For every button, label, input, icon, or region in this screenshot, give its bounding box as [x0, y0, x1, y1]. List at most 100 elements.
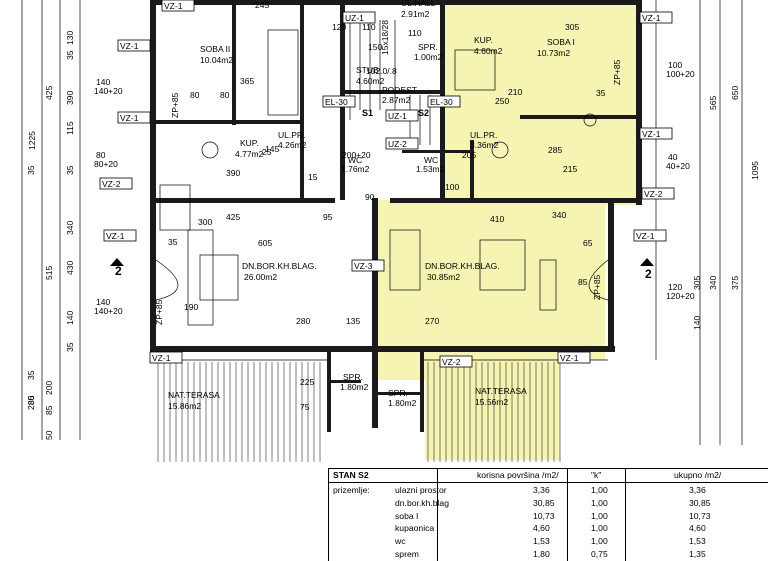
- tag-box: [342, 11, 376, 24]
- dimension-label: 110: [408, 28, 422, 38]
- room-soba-i-area: 10.73m2: [537, 48, 570, 58]
- room-terasa-left-area: 15.86m2: [168, 401, 201, 411]
- tag-box: [427, 95, 461, 108]
- section-arrow-left-icon: [110, 258, 124, 266]
- dimension-label: 425: [44, 86, 54, 100]
- tag-box: [633, 229, 667, 242]
- room-spr-right: SPR.: [388, 388, 408, 398]
- tag-el: EL-30: [430, 97, 453, 107]
- tag-vz1: VZ-1: [164, 1, 183, 11]
- dimension-label: 250: [495, 96, 509, 106]
- room-soba-ii: SOBA II: [200, 44, 230, 54]
- opening-dim: 80: [96, 150, 106, 160]
- table-cell-area: 4,60: [533, 523, 550, 534]
- room-kup-right-area: 4.60m2: [474, 46, 503, 56]
- dimension-label: 280: [26, 396, 36, 410]
- tag-box: [385, 137, 419, 150]
- dimension-label: ZP+85: [612, 59, 622, 85]
- opening-tags: VZ-1VZ-1VZ-2VZ-1VZ-1VZ-1VZ-1VZ-1VZ-2VZ-1…: [99, 0, 675, 368]
- dimension-label: 35: [26, 165, 36, 175]
- room-podest-area: 2.87m2: [382, 95, 411, 105]
- dimension-label: 80: [220, 90, 230, 100]
- room-terasa-right: NAT.TERASA: [475, 386, 527, 396]
- dimension-label: 35: [596, 88, 606, 98]
- dimension-label: 65: [583, 238, 593, 248]
- area-table: STAN S2 korisna površina /m2/ "k" ukupno…: [328, 468, 768, 561]
- table-cell-k: 0,75: [591, 549, 608, 559]
- room-spr-left: SPR.: [343, 372, 363, 382]
- dimension-label: 285: [548, 145, 562, 155]
- dimension-label: 120: [332, 22, 346, 32]
- dimension-label: 375: [730, 276, 740, 290]
- room-soba-i: SOBA I: [547, 37, 575, 47]
- table-cell-name: sprem: [395, 549, 419, 559]
- room-terasa-right-area: 15.56m2: [475, 397, 508, 407]
- dimension-label: 15: [308, 172, 318, 182]
- dimension-label: 190: [184, 302, 198, 312]
- dimension-label: 430: [65, 261, 75, 275]
- table-floor-row: prizemlje:: [329, 484, 768, 497]
- tag-vz1: VZ-1: [636, 231, 655, 241]
- room-spr-right-area: 1.80m2: [388, 398, 417, 408]
- room-kup-left: KUP.: [240, 138, 259, 148]
- dimension-label: 390: [65, 91, 75, 105]
- opening-dim: 140+20: [94, 86, 123, 96]
- tag-box: [322, 95, 356, 108]
- room-wc-right-area: 1.53m2: [416, 164, 445, 174]
- dimension-label: 115: [65, 121, 75, 135]
- table-col-area: korisna površina /m2/: [477, 470, 559, 480]
- tag-vz1: VZ-1: [642, 129, 661, 139]
- dimension-label: 340: [552, 210, 566, 220]
- room-ul-hall: UL.HALL: [401, 0, 436, 8]
- table-cell-area: 1,53: [533, 536, 550, 547]
- tag-box: [99, 177, 133, 190]
- opening-dim: 80+20: [94, 159, 118, 169]
- table-cell-k: 1,00: [591, 485, 608, 495]
- table-cell-name: soba I: [395, 510, 419, 521]
- dimension-label: 25: [262, 147, 272, 157]
- dimension-label: 15x18/28: [380, 20, 390, 55]
- table-cell-total: 4,60: [689, 523, 706, 534]
- dimension-label: 200: [44, 381, 54, 395]
- room-stub-area: 4.60m2: [356, 76, 385, 86]
- table-col-total: ukupno /m2/: [674, 470, 722, 480]
- opening-dim: 120: [668, 282, 682, 292]
- table-cell-total: 3,36: [689, 485, 706, 495]
- tag-vz1: VZ-1: [120, 41, 139, 51]
- table-title: STAN S2: [333, 470, 369, 480]
- tag-vz1: VZ-1: [106, 231, 125, 241]
- room-dn-left-area: 26.00m2: [244, 272, 277, 282]
- dimension-label: ZP+85: [154, 299, 164, 325]
- room-dn-left: DN.BOR.KH.BLAG.: [242, 261, 317, 271]
- dimension-label: 75: [300, 402, 310, 412]
- table-cell-total: 10,73: [689, 510, 711, 521]
- tag-box: [385, 109, 419, 122]
- table-header-row: STAN S2 korisna površina /m2/ "k" ukupno…: [329, 469, 768, 482]
- room-spr-top: SPR.: [418, 42, 438, 52]
- dimension-label: 35: [26, 370, 36, 380]
- opening-dim: 100+20: [666, 69, 695, 79]
- table-cell-area: 10,73: [533, 510, 555, 521]
- stair-s2: S2: [418, 108, 429, 118]
- dimension-label: 110: [362, 22, 376, 32]
- section-arrow-right-icon: [640, 258, 654, 266]
- dimension-label: 340: [708, 276, 718, 290]
- room-labels: UL.HALL 2.91m2 SOBA II 10.04m2 SOBA I 10…: [168, 0, 575, 411]
- table-cell-total: 1,35: [689, 549, 706, 559]
- tag-box: [103, 229, 137, 242]
- dimension-label: 650: [730, 86, 740, 100]
- tag-box: [117, 39, 151, 52]
- stair-s1: S1: [362, 108, 373, 118]
- section-markers: 2 2: [110, 258, 654, 281]
- dimension-label: 35: [65, 165, 75, 175]
- room-kup-left-area: 4.77m2: [235, 149, 264, 159]
- tag-vz3: VZ-3: [354, 261, 373, 271]
- opening-dim: 140: [96, 297, 110, 307]
- tag-vz1: VZ-1: [560, 353, 579, 363]
- room-ul-hall-area: 2.91m2: [401, 9, 430, 19]
- dimension-label: 80: [190, 90, 200, 100]
- table-cell-k: 1,00: [591, 497, 608, 508]
